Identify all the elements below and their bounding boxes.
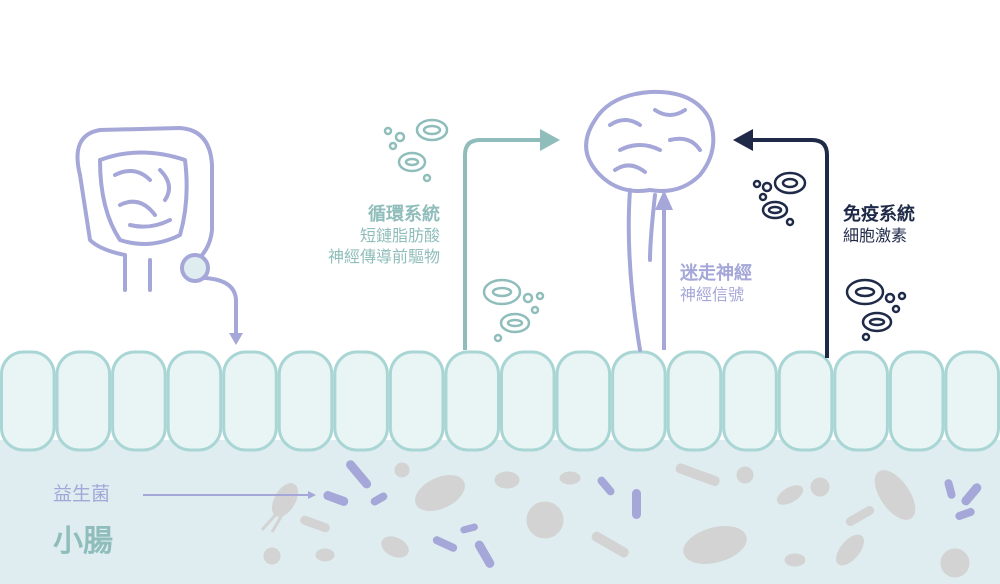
epithelial-cell [277, 350, 334, 452]
epithelial-cell [500, 350, 556, 452]
epithelial-cell [111, 350, 167, 452]
immune-line: 細胞激素 [843, 226, 908, 246]
circulation-title: 循環系統 [368, 204, 440, 225]
epithelial-cell [611, 350, 667, 452]
immune-arrow [733, 129, 829, 358]
epithelial-cell [666, 350, 723, 452]
small-intestine-label: 小腸 [53, 524, 113, 559]
epithelial-cell [944, 350, 1000, 452]
epithelial-cell [777, 350, 834, 452]
probiotics [323, 460, 982, 568]
immune-label: 免疫系統 細胞激素 [843, 203, 915, 247]
immune-title: 免疫系統 [843, 204, 915, 225]
probiotics-arrow [143, 491, 316, 499]
epithelial-cells [0, 350, 1000, 452]
epithelial-cell [888, 350, 945, 452]
epithelial-cell [0, 350, 56, 452]
brain-icon [584, 89, 716, 352]
intestine-icon [75, 126, 243, 345]
epithelial-cell [222, 350, 278, 452]
epithelial-cell [166, 350, 223, 452]
vagus-arrow [655, 190, 673, 350]
circulation-line: 神經傳導前驅物 [327, 247, 440, 267]
epithelial-cell [55, 350, 112, 452]
microbes [260, 462, 970, 578]
probiotics-label: 益生菌 [53, 483, 111, 505]
vagus-line: 神經信號 [680, 285, 745, 305]
vagus-label: 迷走神經 神經信號 [680, 262, 752, 306]
cytokine-molecules-icon [752, 171, 907, 342]
circulation-label: 循環系統 短鏈脂肪酸 神經傳導前驅物 [328, 203, 440, 268]
scfa-molecules-icon [383, 118, 545, 343]
epithelial-cell [722, 350, 778, 452]
epithelial-cell [555, 350, 612, 452]
epithelial-cell [388, 350, 445, 452]
circulation-arrow [463, 129, 560, 350]
epithelial-cell [833, 350, 889, 452]
circulation-line: 短鏈脂肪酸 [359, 226, 440, 246]
epithelial-cell [444, 350, 501, 452]
epithelial-cell [333, 350, 389, 452]
intestinal-lumen [0, 440, 1000, 584]
vagus-title: 迷走神經 [680, 263, 752, 284]
